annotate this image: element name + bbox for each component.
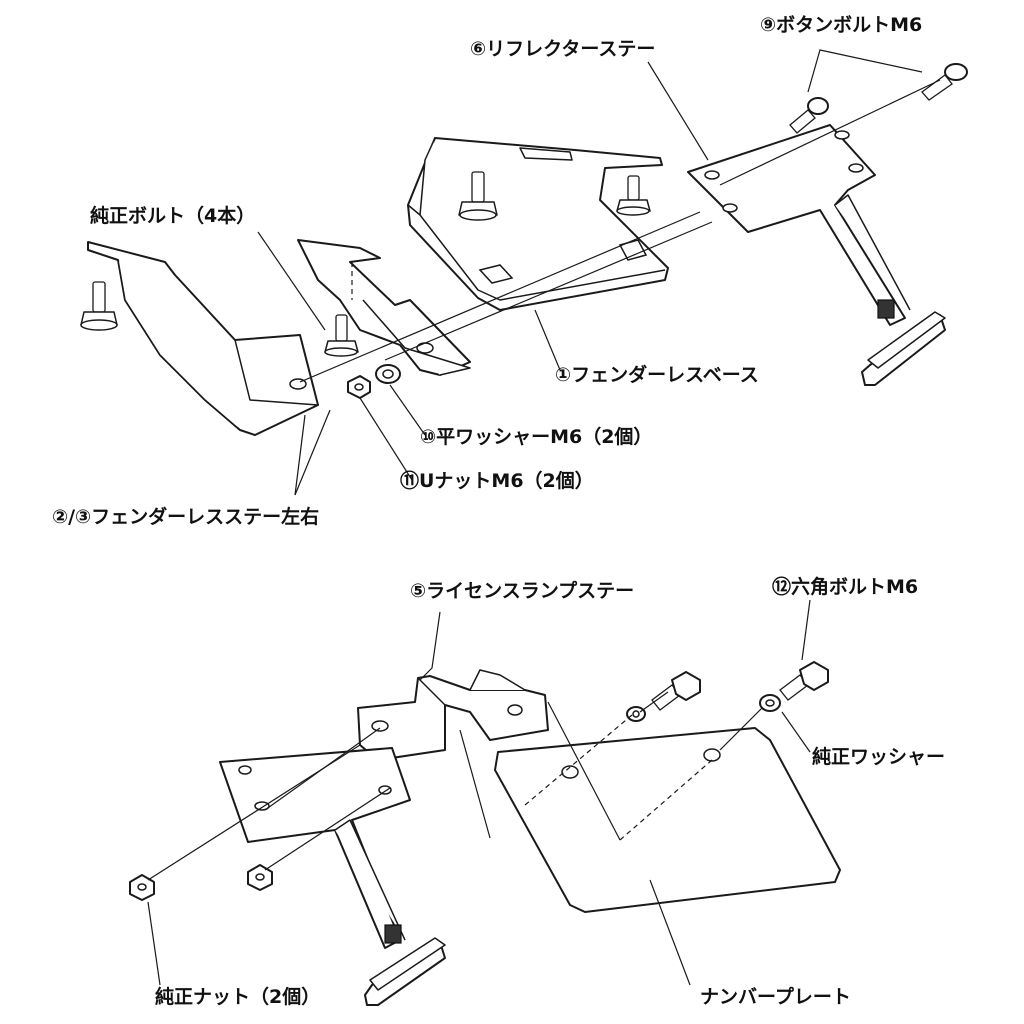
label-flat-washer: ⑩平ワッシャーM6（2個）: [420, 426, 653, 448]
oem-nut-2: [247, 864, 273, 891]
button-bolt-m6-1: [789, 97, 829, 134]
top-leader-lines: [257, 49, 941, 496]
u-nut-m6: [347, 375, 371, 399]
label-reflector-stay: ⑥リフレクターステー: [470, 38, 656, 60]
license-lamp-stay: [357, 669, 549, 761]
fenderless-stay-middle: [297, 239, 471, 376]
label-u-nut: ⑪UナットM6（2個）: [400, 470, 594, 492]
hex-bolt-m6-right: [759, 661, 829, 712]
oem-bolt-base-left: [458, 171, 498, 221]
button-bolt-m6-2: [921, 63, 968, 101]
label-hex-bolt: ⑫六角ボルトM6: [772, 576, 919, 598]
label-oem-washer: 純正ワッシャー: [812, 746, 946, 768]
oem-bolt-base-right: [616, 175, 651, 216]
label-license-lamp-stay: ⑤ライセンスランプステー: [410, 580, 635, 602]
label-oem-nut: 純正ナット（2個）: [155, 986, 321, 1008]
label-fenderless-base: ①フェンダーレスベース: [555, 364, 759, 386]
label-oem-bolt: 純正ボルト（4本）: [90, 205, 256, 227]
label-button-bolt: ⑨ボタンボルトM6: [760, 14, 923, 36]
reflector-stay: [687, 124, 946, 386]
license-plate-bracket: [219, 747, 446, 1006]
oem-bolt-middle: [324, 314, 359, 357]
oem-bolt-left: [80, 281, 118, 331]
bottom-leader-lines: [147, 599, 811, 986]
label-fenderless-stay-lr: ②/③フェンダーレスステー左右: [52, 506, 320, 528]
fenderless-base: [407, 137, 669, 311]
flat-washer-m6: [375, 364, 401, 384]
fenderless-stay-left-right: [87, 241, 319, 436]
oem-nut-1: [129, 874, 155, 901]
hex-bolt-m6-left: [626, 671, 701, 722]
number-plate: [494, 727, 841, 913]
label-number-plate: ナンバープレート: [700, 986, 851, 1008]
